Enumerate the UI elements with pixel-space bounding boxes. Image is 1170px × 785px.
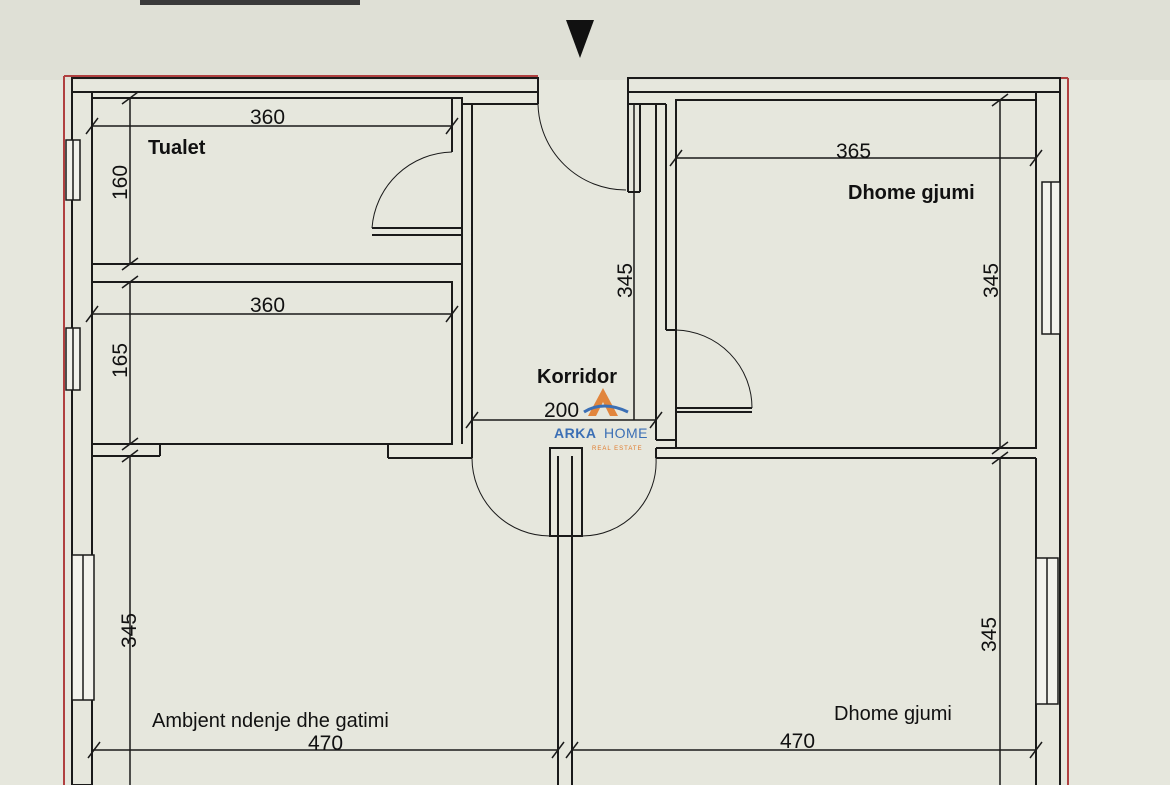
dim-bedroom-bottom-height: 345 [978, 617, 1001, 652]
dim-bedroom-top-width: 365 [836, 140, 871, 163]
dim-bedroom-top-height: 345 [980, 263, 1003, 298]
dim-room2-height: 165 [109, 343, 132, 378]
arkahome-logo: ARKA HOME REAL ESTATE [554, 388, 648, 452]
label-living: Ambjent ndenje dhe gatimi [152, 710, 389, 732]
label-tualet: Tualet [148, 137, 206, 159]
logo-sub: REAL ESTATE [592, 446, 643, 452]
windows [65, 139, 1061, 705]
logo-brand-a: ARKA [554, 425, 596, 441]
entrance-arrow-icon [566, 20, 594, 58]
dim-tualet-height: 160 [109, 165, 132, 200]
dim-bedroom-bottom-width: 470 [780, 730, 815, 753]
label-korridor: Korridor [537, 366, 617, 388]
dim-room2-width: 360 [250, 294, 285, 317]
logo-brand-b: HOME [604, 425, 648, 441]
top-edge-text [140, 0, 360, 5]
label-bedroom-bottom: Dhome gjumi [834, 703, 952, 725]
dim-korridor-width: 200 [544, 399, 579, 422]
logo-mark-icon [588, 388, 618, 416]
door-swings [371, 103, 753, 537]
dimension-lines [85, 91, 1043, 785]
dim-living-height: 345 [118, 613, 141, 648]
label-bedroom-top: Dhome gjumi [848, 182, 975, 204]
dim-korridor-height: 345 [614, 263, 637, 298]
dim-tualet-width: 360 [250, 106, 285, 129]
dim-living-width: 470 [308, 732, 343, 755]
